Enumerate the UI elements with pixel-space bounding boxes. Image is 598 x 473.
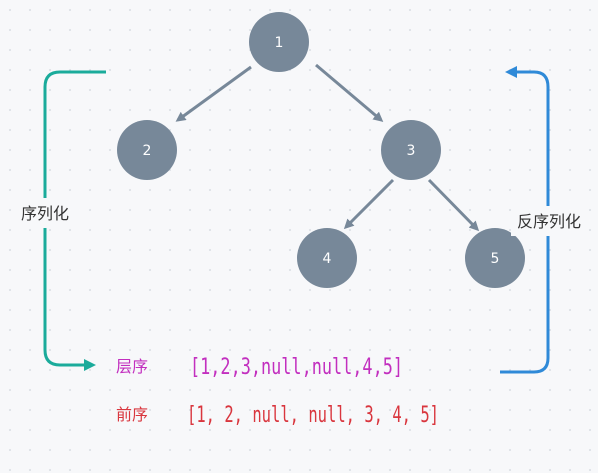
level-order-value: [1,2,3,null,null,4,5] <box>190 355 403 380</box>
node-label-3: 3 <box>407 143 416 159</box>
pre-order-value: [1, 2, null, null, 3, 4, 5] <box>187 403 439 428</box>
tree-node-5: 5 <box>465 228 525 288</box>
edge-3-5 <box>427 178 480 232</box>
edge-1-3 <box>315 63 384 122</box>
tree-node-1: 1 <box>249 12 309 72</box>
node-label-4: 4 <box>323 251 332 267</box>
tree-node-2: 2 <box>117 120 177 180</box>
serialize-label: 序列化 <box>21 204 69 223</box>
tree-node-3: 3 <box>381 120 441 180</box>
pre-order-label: 前序 <box>116 405 148 424</box>
node-label-5: 5 <box>491 251 500 267</box>
edge-3-4 <box>343 178 395 230</box>
level-order-label: 层序 <box>116 357 148 376</box>
tree-node-4: 4 <box>297 228 357 288</box>
node-label-2: 2 <box>143 143 152 159</box>
deserialize-label-bg <box>511 206 587 236</box>
serialize-label-bg <box>14 198 76 228</box>
edge-1-2 <box>175 65 252 122</box>
node-label-1: 1 <box>275 35 284 51</box>
tree-edges <box>175 63 480 232</box>
deserialize-label: 反序列化 <box>517 212 581 231</box>
